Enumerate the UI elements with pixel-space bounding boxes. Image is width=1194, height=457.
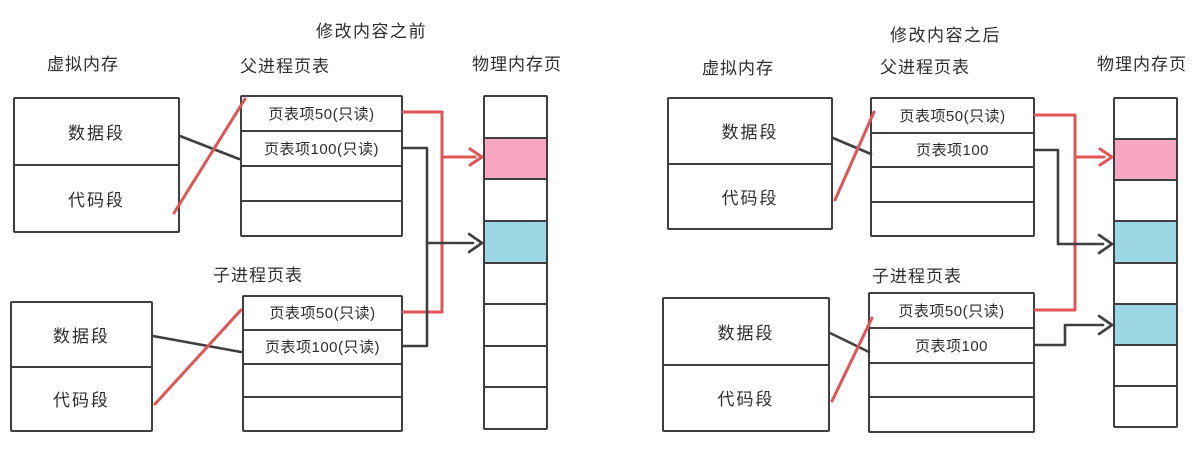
memory-page-cell bbox=[1115, 343, 1176, 385]
virtual-memory-label: 虚拟内存 bbox=[47, 55, 119, 74]
page-table-row: 页表项100 bbox=[872, 131, 1033, 167]
after-parent-entry100-arrowhead bbox=[1097, 233, 1114, 255]
memory-page-cell bbox=[485, 219, 546, 262]
after-entry50-shared-wire bbox=[1033, 113, 1077, 312]
memory-page-cell bbox=[485, 386, 546, 428]
data-segment-row: 数据段 bbox=[68, 124, 125, 143]
after-code-seg-to-child-table-line bbox=[830, 316, 874, 403]
page-table-row bbox=[242, 165, 401, 200]
after-data-seg-to-parent-table-line bbox=[831, 136, 873, 156]
parent-virtual-memory-box: 数据段 代码段 bbox=[13, 97, 180, 233]
data-segment-row: 数据段 bbox=[53, 326, 110, 346]
physical-memory-label: 物理内存页 bbox=[1097, 55, 1187, 74]
memory-page-cell bbox=[1115, 179, 1176, 220]
data-segment-row: 数据段 bbox=[721, 123, 779, 143]
diagram-title-before: 修改内容之前 bbox=[316, 22, 427, 41]
memory-page-cell bbox=[485, 97, 546, 137]
page-table-row: 页表项100 bbox=[870, 326, 1033, 362]
before-code-seg-to-child-table-line bbox=[153, 308, 243, 406]
after-child-entry100-arrowhead bbox=[1097, 314, 1114, 336]
after-parent-entry100-to-blue-line bbox=[1033, 148, 1105, 246]
memory-page-cell bbox=[1115, 261, 1176, 303]
before-data-seg-to-child-table-line bbox=[151, 334, 243, 354]
child-virtual-memory-box: 数据段 代码段 bbox=[10, 301, 153, 432]
page-table-row bbox=[872, 200, 1033, 236]
memory-page-cell bbox=[1115, 99, 1176, 138]
memory-page-cell bbox=[485, 136, 546, 179]
code-segment-row: 代码段 bbox=[15, 164, 178, 231]
page-table-row: 页表项50(只读) bbox=[268, 106, 375, 123]
parent-page-table-label: 父进程页表 bbox=[880, 58, 970, 77]
physical-memory-column bbox=[1113, 97, 1178, 428]
child-page-table: 页表项50(只读) 页表项100(只读) bbox=[242, 295, 403, 432]
before-entry50-shared-wire bbox=[401, 110, 444, 314]
memory-page-cell bbox=[485, 178, 546, 220]
parent-virtual-memory-box: 数据段 代码段 bbox=[667, 97, 833, 230]
memory-page-cell bbox=[1115, 302, 1176, 344]
before-entry50-arrowhead bbox=[468, 147, 484, 167]
data-segment-row: 数据段 bbox=[717, 323, 775, 343]
memory-page-cell bbox=[1115, 384, 1176, 426]
page-table-row bbox=[244, 362, 401, 397]
before-entry100-arrowhead bbox=[467, 232, 484, 254]
page-table-row bbox=[242, 200, 401, 235]
child-page-table-label: 子进程页表 bbox=[213, 266, 303, 285]
code-segment-row: 代码段 bbox=[669, 162, 831, 229]
memory-page-cell bbox=[1115, 220, 1176, 262]
page-table-row bbox=[870, 396, 1033, 431]
page-table-row: 页表项100(只读) bbox=[242, 130, 401, 165]
after-child-entry100-to-newblue-line bbox=[1033, 323, 1105, 347]
physical-memory-column bbox=[483, 95, 548, 430]
code-segment-row: 代码段 bbox=[664, 363, 828, 431]
child-virtual-memory-box: 数据段 代码段 bbox=[662, 297, 830, 432]
after-code-seg-to-parent-table-line bbox=[833, 110, 876, 202]
page-table-row: 页表项50(只读) bbox=[898, 302, 1005, 320]
page-table-row: 页表项50(只读) bbox=[269, 305, 376, 323]
page-table-row bbox=[870, 361, 1033, 397]
before-code-seg-to-parent-table-line bbox=[172, 97, 247, 215]
memory-page-cell bbox=[485, 303, 546, 345]
memory-page-cell bbox=[1115, 138, 1176, 180]
child-page-table-label: 子进程页表 bbox=[872, 267, 962, 286]
page-table-row bbox=[244, 396, 401, 430]
child-page-table: 页表项50(只读) 页表项100 bbox=[868, 292, 1035, 433]
page-table-row bbox=[872, 166, 1033, 201]
after-data-seg-to-child-table-line bbox=[828, 331, 871, 354]
after-entry50-arrowhead bbox=[1098, 147, 1114, 167]
page-table-row: 页表项100(只读) bbox=[244, 328, 401, 363]
memory-page-cell bbox=[485, 344, 546, 387]
page-table-row: 页表项50(只读) bbox=[899, 107, 1006, 125]
parent-page-table-label: 父进程页表 bbox=[240, 57, 330, 76]
physical-memory-label: 物理内存页 bbox=[472, 55, 562, 74]
before-entry100-shared-wire bbox=[401, 146, 429, 348]
parent-page-table: 页表项50(只读) 页表项100 bbox=[870, 97, 1035, 237]
code-segment-row: 代码段 bbox=[12, 365, 151, 431]
virtual-memory-label: 虚拟内存 bbox=[702, 59, 774, 78]
diagram-title-after: 修改内容之后 bbox=[890, 26, 1001, 45]
memory-page-cell bbox=[485, 261, 546, 304]
parent-page-table: 页表项50(只读) 页表项100(只读) bbox=[240, 95, 403, 237]
before-data-seg-to-parent-table-line bbox=[178, 134, 241, 161]
